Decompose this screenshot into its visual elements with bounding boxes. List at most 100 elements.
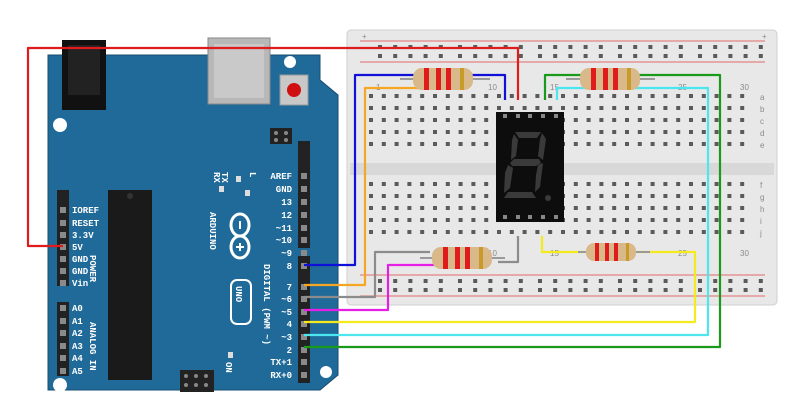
rail-hole[interactable] (758, 54, 763, 58)
breadboard-hole[interactable] (445, 206, 450, 210)
breadboard-hole[interactable] (650, 142, 655, 146)
digital-pin-d5[interactable] (301, 309, 307, 315)
breadboard-hole[interactable] (484, 230, 489, 234)
breadboard-hole[interactable] (676, 230, 681, 234)
resistor-top-left[interactable] (400, 68, 490, 90)
breadboard-hole[interactable] (727, 206, 732, 210)
digital-pin-d4[interactable] (301, 321, 307, 327)
breadboard-hole[interactable] (420, 230, 425, 234)
rail-hole[interactable] (633, 288, 638, 292)
breadboard-hole[interactable] (586, 182, 591, 186)
rail-hole[interactable] (503, 279, 508, 283)
breadboard-hole[interactable] (548, 106, 553, 110)
rail-hole[interactable] (728, 45, 733, 49)
breadboard-hole[interactable] (689, 194, 693, 198)
breadboard-hole[interactable] (714, 130, 719, 134)
breadboard-hole[interactable] (458, 194, 463, 198)
breadboard-hole[interactable] (663, 218, 668, 222)
breadboard-hole[interactable] (689, 94, 693, 98)
breadboard-hole[interactable] (535, 94, 540, 98)
rail-hole[interactable] (408, 54, 413, 58)
rail-hole[interactable] (583, 288, 588, 292)
breadboard-hole[interactable] (573, 142, 578, 146)
rail-hole[interactable] (633, 279, 638, 283)
breadboard-hole[interactable] (573, 94, 578, 98)
power-pin-v33[interactable] (60, 232, 66, 238)
breadboard-hole[interactable] (381, 206, 386, 210)
breadboard-hole[interactable] (727, 130, 732, 134)
breadboard-hole[interactable] (714, 118, 719, 122)
breadboard-hole[interactable] (369, 106, 373, 110)
breadboard-hole[interactable] (420, 106, 425, 110)
breadboard-hole[interactable] (714, 182, 719, 186)
display-pin-bottom[interactable] (503, 215, 507, 219)
breadboard-hole[interactable] (535, 106, 540, 110)
breadboard-hole[interactable] (471, 206, 476, 210)
rail-hole[interactable] (698, 45, 702, 49)
breadboard-hole[interactable] (407, 106, 412, 110)
rail-hole[interactable] (698, 288, 702, 292)
breadboard-hole[interactable] (471, 94, 476, 98)
power-pin-gnd2[interactable] (60, 268, 66, 274)
breadboard-hole[interactable] (484, 106, 489, 110)
breadboard-hole[interactable] (573, 182, 578, 186)
breadboard-hole[interactable] (394, 106, 399, 110)
breadboard-hole[interactable] (740, 230, 745, 234)
rail-hole[interactable] (408, 288, 413, 292)
rail-hole[interactable] (678, 288, 683, 292)
breadboard-hole[interactable] (407, 130, 412, 134)
display-pin-bottom[interactable] (516, 215, 520, 219)
breadboard-hole[interactable] (637, 182, 642, 186)
rail-hole[interactable] (378, 279, 382, 283)
breadboard-hole[interactable] (458, 118, 463, 122)
breadboard-hole[interactable] (689, 230, 693, 234)
rail-hole[interactable] (663, 288, 668, 292)
breadboard-hole[interactable] (663, 94, 668, 98)
wire-red-5v[interactable] (26, 46, 520, 248)
digital-pin-d0[interactable] (301, 372, 307, 378)
breadboard-hole[interactable] (599, 142, 604, 146)
breadboard-hole[interactable] (407, 94, 412, 98)
breadboard-hole[interactable] (663, 106, 668, 110)
power-pin-vin[interactable] (60, 280, 66, 286)
rail-hole[interactable] (423, 54, 428, 58)
rail-hole[interactable] (713, 45, 718, 49)
breadboard-hole[interactable] (676, 130, 681, 134)
rail-hole[interactable] (618, 288, 622, 292)
breadboard-hole[interactable] (599, 130, 604, 134)
breadboard-hole[interactable] (637, 94, 642, 98)
rail-hole[interactable] (728, 54, 733, 58)
breadboard-hole[interactable] (381, 106, 386, 110)
rail-hole[interactable] (473, 288, 478, 292)
rail-hole[interactable] (393, 279, 398, 283)
breadboard-hole[interactable] (394, 218, 399, 222)
breadboard-hole[interactable] (612, 182, 617, 186)
breadboard-hole[interactable] (369, 118, 373, 122)
breadboard-hole[interactable] (727, 118, 732, 122)
breadboard-hole[interactable] (650, 106, 655, 110)
breadboard-hole[interactable] (433, 194, 437, 198)
breadboard-hole[interactable] (484, 94, 489, 98)
breadboard-hole[interactable] (650, 194, 655, 198)
rail-hole[interactable] (438, 279, 443, 283)
breadboard-hole[interactable] (369, 206, 373, 210)
digital-pin-d1[interactable] (301, 359, 307, 365)
rail-hole[interactable] (568, 279, 573, 283)
analog-pin-a0[interactable] (60, 305, 66, 311)
breadboard-hole[interactable] (509, 106, 514, 110)
breadboard-hole[interactable] (625, 130, 629, 134)
rail-hole[interactable] (568, 45, 573, 49)
breadboard-hole[interactable] (458, 142, 463, 146)
breadboard-hole[interactable] (471, 194, 476, 198)
rail-hole[interactable] (648, 288, 653, 292)
breadboard-hole[interactable] (522, 230, 527, 234)
breadboard-hole[interactable] (394, 94, 399, 98)
breadboard-hole[interactable] (676, 182, 681, 186)
breadboard-hole[interactable] (637, 218, 642, 222)
breadboard-hole[interactable] (458, 130, 463, 134)
breadboard-hole[interactable] (586, 106, 591, 110)
wire-yellow-d4[interactable] (304, 250, 697, 324)
breadboard-hole[interactable] (420, 182, 425, 186)
rail-hole[interactable] (728, 279, 733, 283)
breadboard-hole[interactable] (637, 230, 642, 234)
